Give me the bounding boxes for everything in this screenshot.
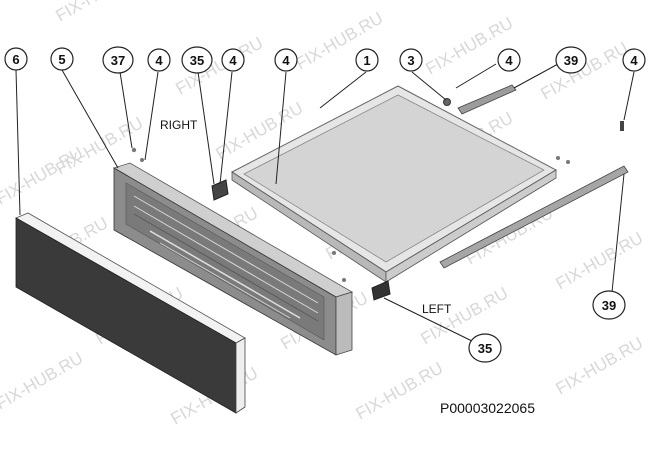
leader-lines	[15, 63, 635, 343]
front-panel-part-6	[15, 212, 246, 414]
callout-4: 4	[147, 48, 171, 72]
callout-39: 39	[592, 290, 626, 320]
svg-text:1: 1	[363, 53, 370, 68]
watermark: FIX-HUB.RU	[0, 143, 86, 208]
svg-text:6: 6	[12, 52, 19, 67]
callout-4: 4	[274, 48, 298, 72]
svg-text:35: 35	[190, 53, 204, 68]
callout-1: 1	[355, 48, 379, 72]
watermark: FIX-HUB.RU	[538, 38, 632, 103]
part-code: P00003022065	[440, 400, 535, 416]
right-side-label: RIGHT	[160, 118, 198, 132]
svg-text:37: 37	[111, 53, 125, 68]
callout-3: 3	[399, 48, 423, 72]
callout-39: 39	[555, 46, 587, 74]
svg-text:4: 4	[155, 53, 163, 68]
left-side-label: LEFT	[422, 302, 452, 316]
watermark: FIX-HUB.RU	[553, 228, 647, 293]
svg-text:39: 39	[564, 53, 578, 68]
svg-text:5: 5	[58, 52, 65, 67]
rail-part-39-top	[457, 84, 517, 115]
watermark: FIX-HUB.RU	[0, 348, 86, 413]
callout-4: 4	[622, 48, 646, 72]
watermark: FIX-HUB.RU	[53, 0, 147, 25]
small-hardware	[131, 98, 624, 301]
svg-text:4: 4	[505, 53, 513, 68]
callout-4: 4	[221, 48, 245, 72]
watermark: FIX-HUB.RU	[353, 358, 447, 423]
callout-5: 5	[50, 47, 74, 71]
svg-text:39: 39	[602, 298, 616, 313]
watermark: FIX-HUB.RU	[553, 333, 647, 398]
callout-6: 6	[4, 47, 28, 71]
svg-text:3: 3	[407, 53, 414, 68]
callout-37: 37	[102, 46, 134, 74]
callout-35: 35	[468, 333, 502, 363]
svg-text:35: 35	[478, 341, 492, 356]
inner-panel-part-5	[113, 162, 353, 356]
tray-part-1	[231, 85, 558, 283]
rail-part-39-bottom	[439, 165, 629, 269]
callout-35: 35	[181, 46, 213, 74]
callout-4: 4	[497, 48, 521, 72]
svg-text:4: 4	[229, 53, 237, 68]
svg-text:4: 4	[630, 53, 638, 68]
svg-text:4: 4	[282, 53, 290, 68]
